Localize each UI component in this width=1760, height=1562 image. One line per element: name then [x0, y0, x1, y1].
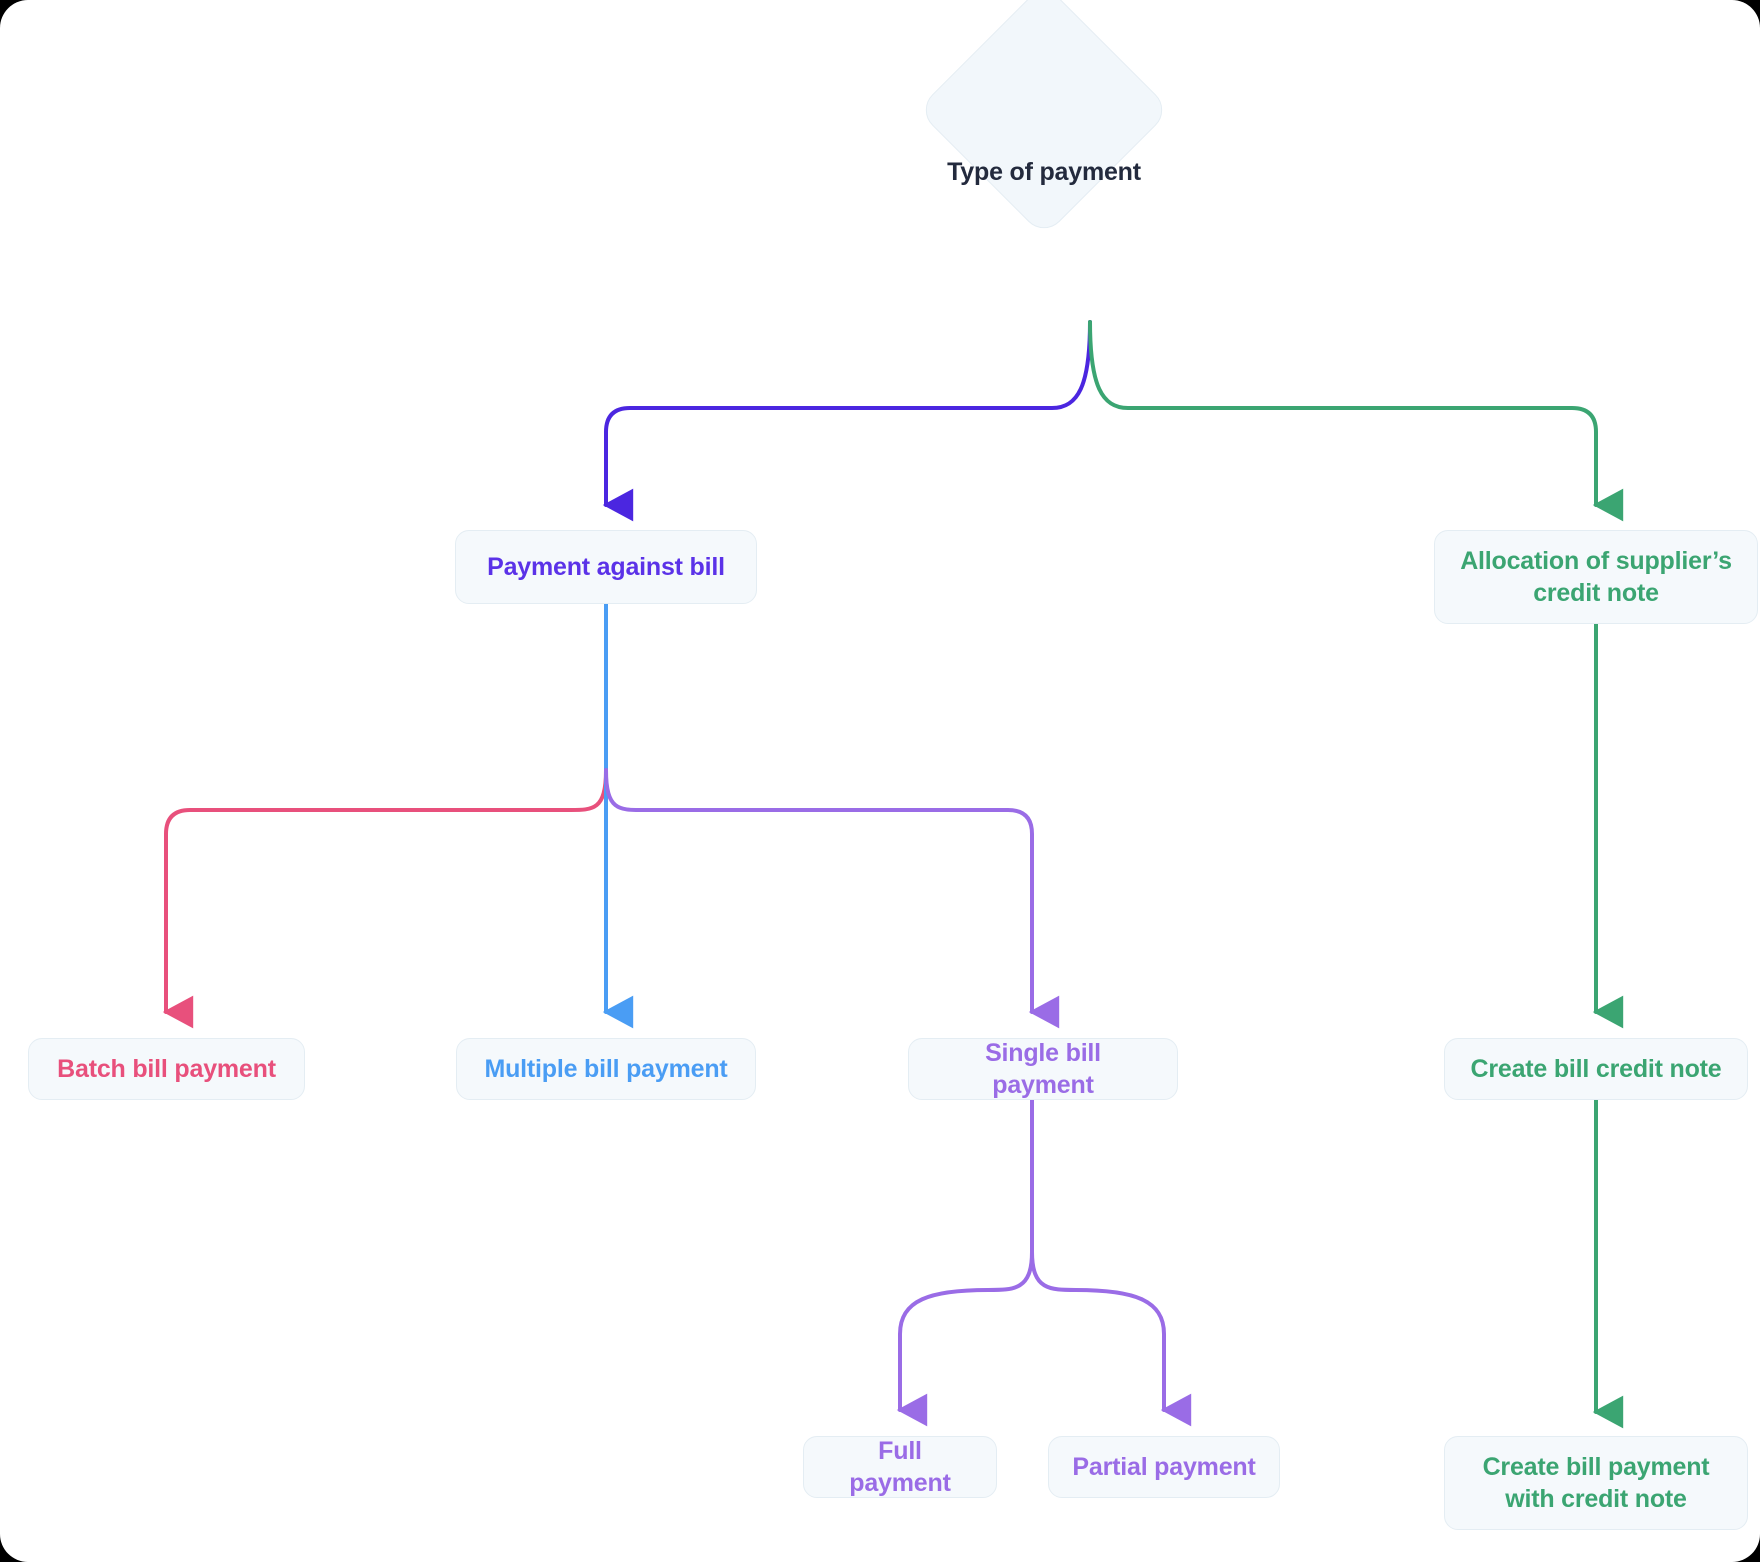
node-multiple-bill-payment[interactable]: Multiple bill payment	[456, 1038, 756, 1100]
edge-single-to-partial-payment	[1030, 1250, 1192, 1427]
edge-single-to-full-payment	[896, 1250, 1034, 1427]
decision-diamond-label: Type of payment	[947, 158, 1141, 186]
edge-root-to-allocation	[1088, 320, 1624, 522]
node-label: Partial payment	[1072, 1453, 1256, 1481]
edge-payment-against-bill-to-batch	[162, 768, 608, 1029]
node-single-bill-payment[interactable]: Single bill payment	[908, 1038, 1178, 1100]
node-full-payment[interactable]: Full payment	[803, 1436, 997, 1498]
edge-root-to-payment-against-bill	[602, 320, 1092, 522]
node-label: Create bill payment with credit note	[1482, 1453, 1710, 1513]
node-label: Payment against bill	[487, 553, 725, 581]
node-create-bill-payment-with-credit-note[interactable]: Create bill payment with credit note	[1444, 1436, 1748, 1530]
node-label: Batch bill payment	[57, 1055, 276, 1083]
edge-payment-against-bill-to-single	[604, 768, 1060, 1029]
node-create-bill-credit-note[interactable]: Create bill credit note	[1444, 1038, 1748, 1100]
node-allocation-of-suppliers-credit-note[interactable]: Allocation of supplier’s credit note	[1434, 530, 1758, 624]
node-label: Single bill payment	[985, 1039, 1101, 1099]
node-payment-against-bill[interactable]: Payment against bill	[455, 530, 757, 604]
node-label: Allocation of supplier’s credit note	[1460, 547, 1732, 607]
node-batch-bill-payment[interactable]: Batch bill payment	[28, 1038, 305, 1100]
node-partial-payment[interactable]: Partial payment	[1048, 1436, 1280, 1498]
node-label: Multiple bill payment	[484, 1055, 728, 1083]
node-label: Create bill credit note	[1470, 1055, 1722, 1083]
node-label: Full payment	[849, 1437, 951, 1497]
